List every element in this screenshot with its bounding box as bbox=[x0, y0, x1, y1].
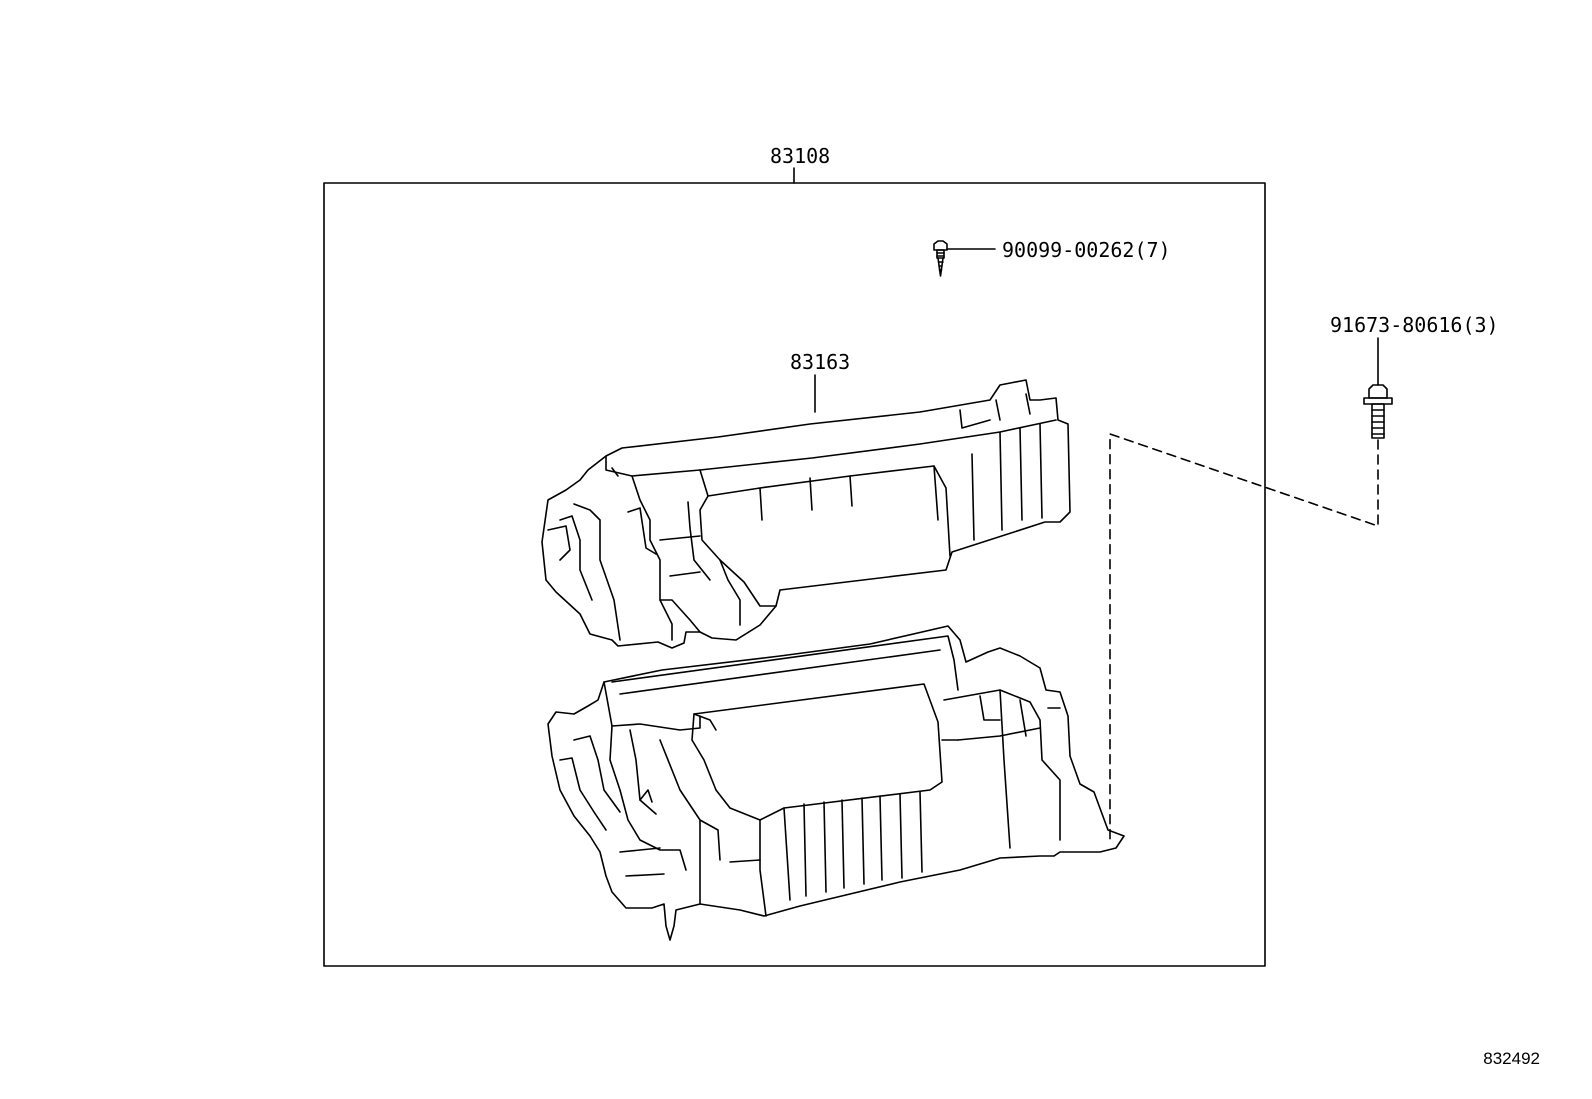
upper-housing-illustration bbox=[541, 379, 1071, 649]
lower-case-illustration bbox=[547, 625, 1125, 941]
callout-83108: 83108 bbox=[770, 144, 831, 168]
screw-icon bbox=[933, 240, 948, 277]
bolt-icon bbox=[1363, 337, 1393, 439]
callout-83163: 83163 bbox=[790, 350, 851, 374]
bolt-location-dashed-line bbox=[1109, 433, 1379, 841]
illustration-id: 832492 bbox=[1483, 1049, 1540, 1068]
assembly-frame bbox=[323, 182, 1266, 967]
callout-91673-80616: 91673-80616(3) bbox=[1330, 313, 1499, 337]
callout-90099-00262: 90099-00262(7) bbox=[1002, 238, 1171, 262]
